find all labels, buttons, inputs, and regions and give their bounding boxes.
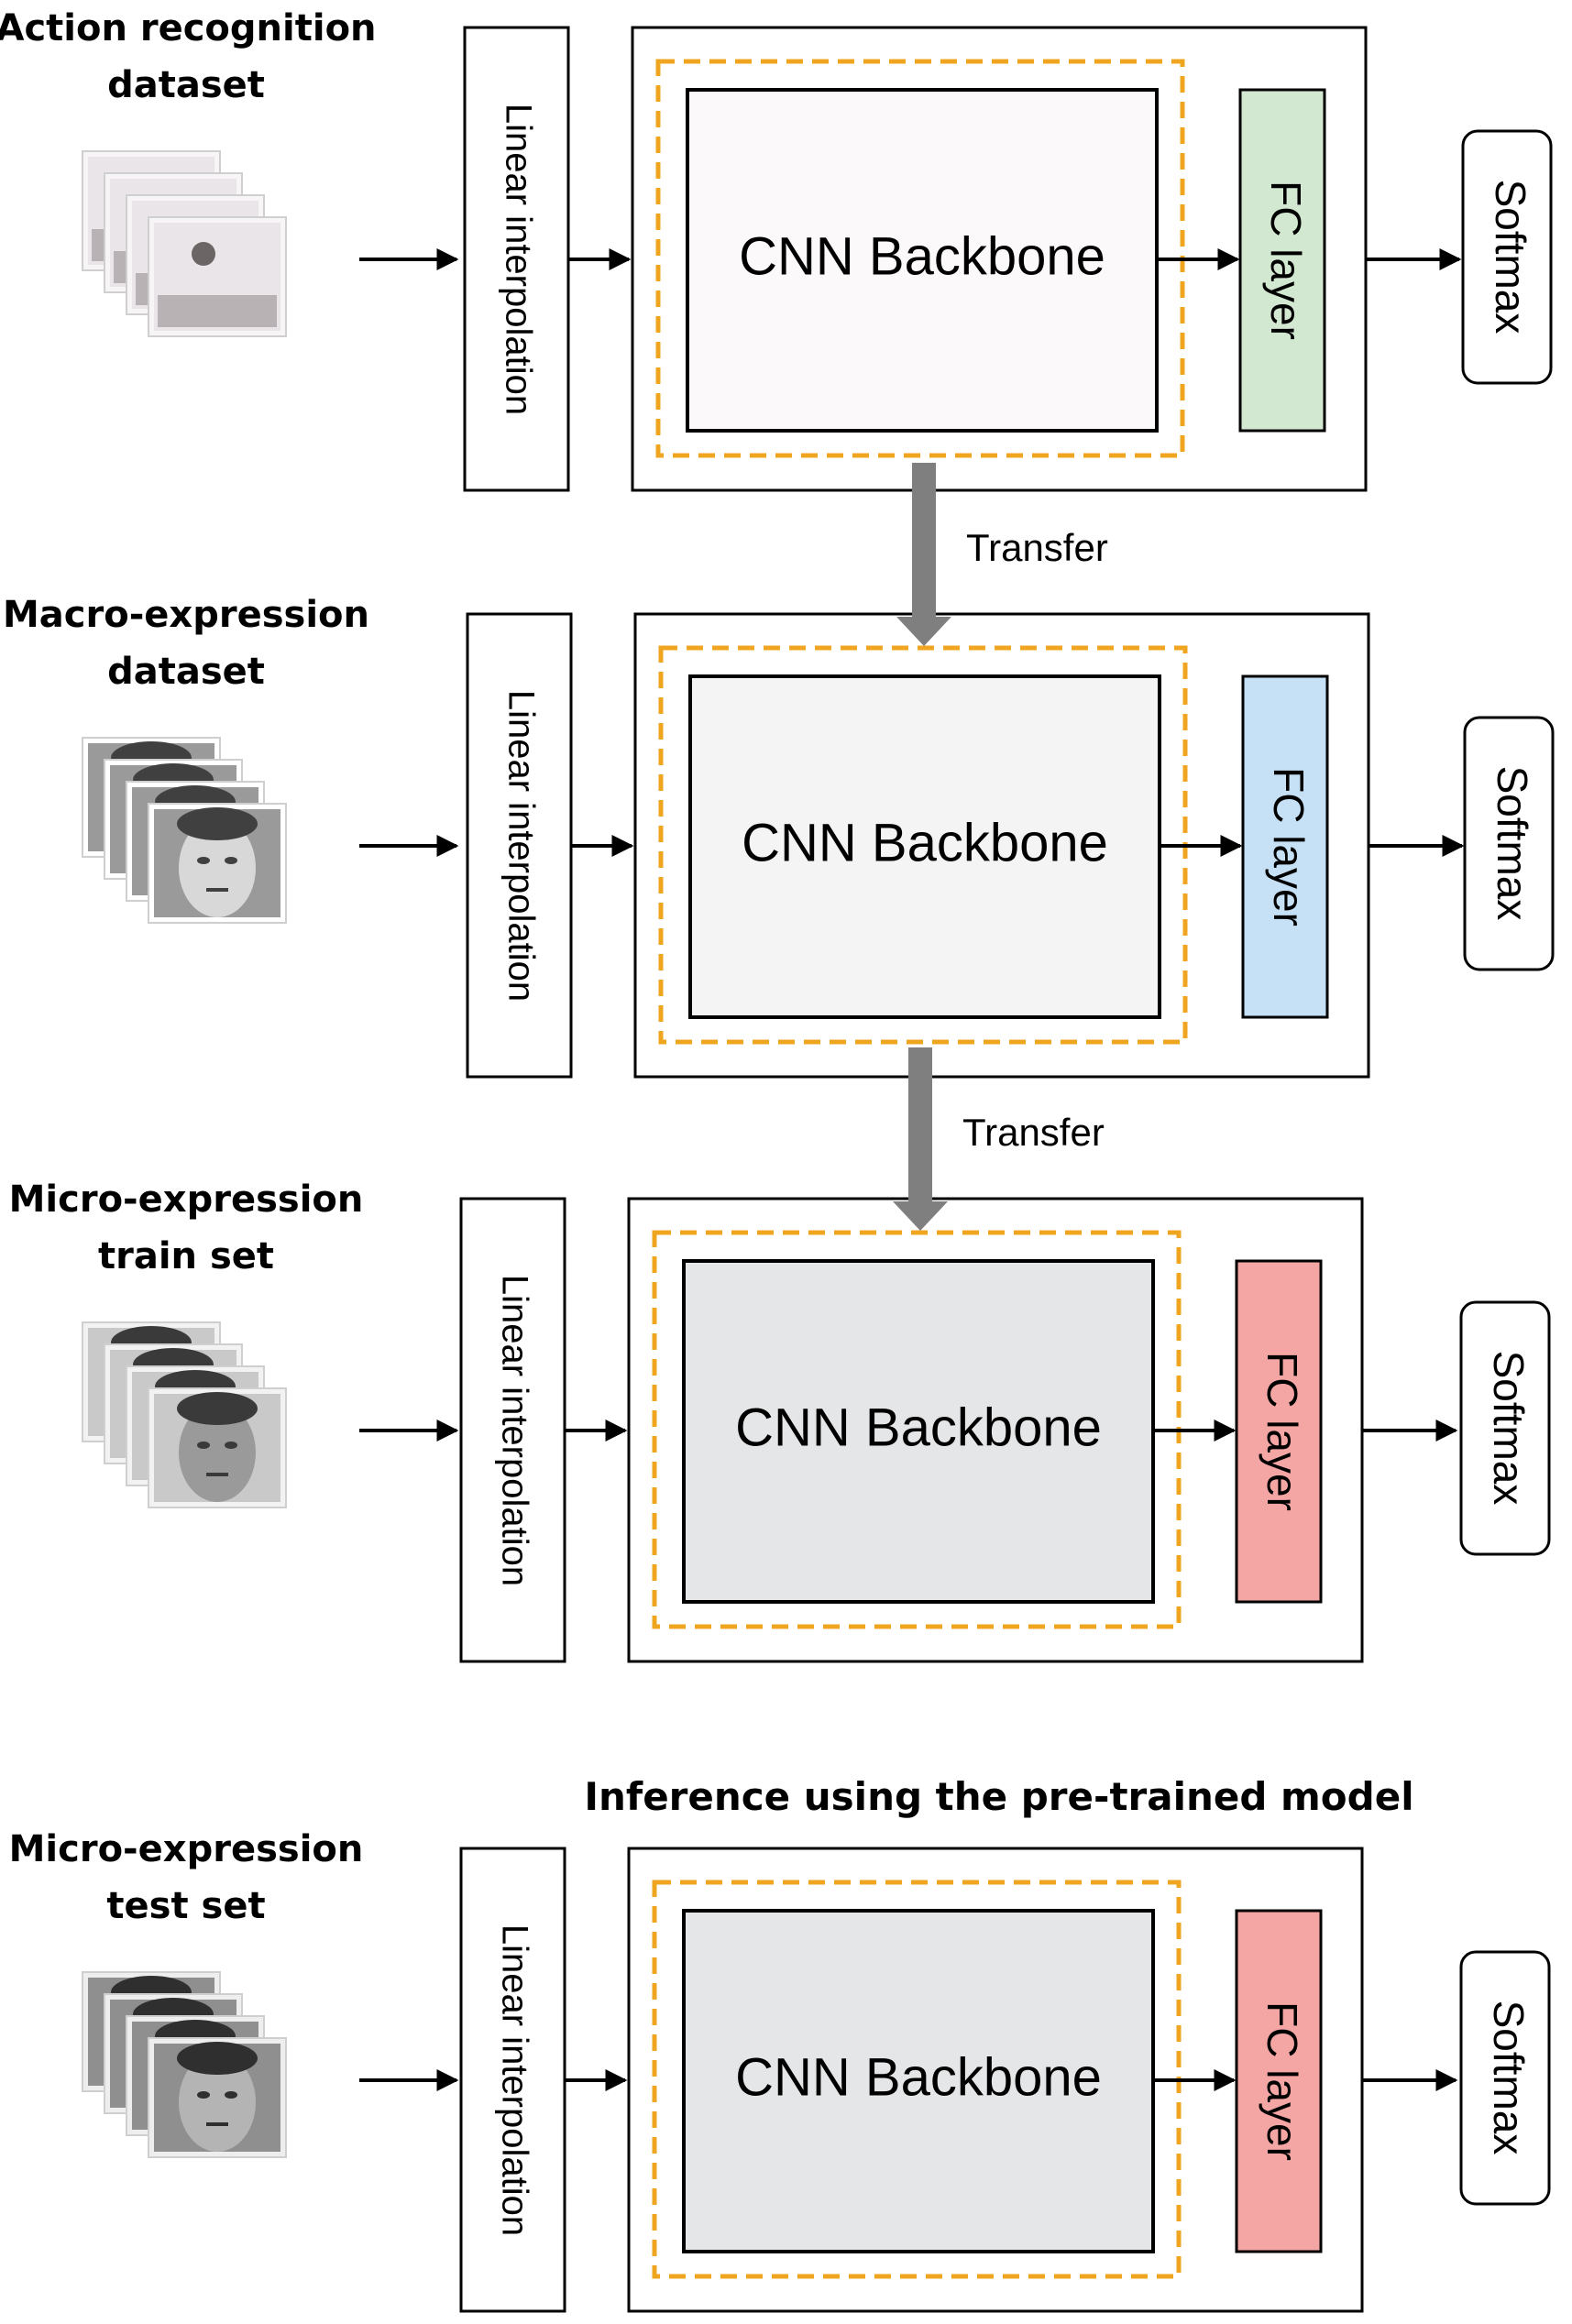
linear-interpolation-box: [466, 612, 573, 1079]
cnn-backbone-label: CNN Backbone: [735, 2047, 1102, 2107]
cnn-backbone-box: [682, 1909, 1155, 2253]
eye-left: [197, 857, 210, 864]
hair-shape: [177, 807, 258, 840]
eye-right: [225, 1442, 237, 1449]
cnn-backbone-box: [688, 674, 1161, 1019]
transfer-label: Transfer: [966, 526, 1108, 569]
softmax-box: [1461, 129, 1553, 385]
dataset-label-line: Macro-expression: [3, 594, 369, 636]
cnn-backbone-box: [686, 88, 1159, 433]
scene-floor: [158, 295, 277, 327]
softmax-label: Softmax: [1485, 1351, 1533, 1506]
cnn-backbone-label: CNN Backbone: [742, 813, 1108, 872]
linear-interpolation-label: Linear interpolation: [494, 1275, 534, 1586]
scene-person: [192, 242, 215, 266]
inference-title: Inference using the pre-trained model: [584, 1774, 1413, 1819]
dataset-thumbnail-stack: [82, 150, 287, 337]
hair-shape: [177, 1392, 258, 1425]
dataset-label-line: dataset: [107, 651, 265, 693]
fc-layer-label: FC layer: [1259, 1352, 1306, 1511]
mouth: [206, 888, 228, 892]
dataset-label-line: train set: [98, 1235, 274, 1277]
softmax-box: [1459, 1950, 1551, 2206]
transfer-arrow-head: [896, 617, 951, 646]
dataset-label-line: Micro-expression: [9, 1828, 364, 1870]
cnn-backbone-label: CNN Backbone: [739, 226, 1105, 286]
transfer-label: Transfer: [962, 1111, 1105, 1154]
transfer-arrow-shaft: [908, 1047, 932, 1203]
transfer-arrow-2: Transfer: [893, 1047, 1105, 1231]
fc-layer-label: FC layer: [1259, 2001, 1306, 2161]
linear-interpolation-box: [463, 26, 570, 492]
cnn-backbone-label: CNN Backbone: [735, 1398, 1102, 1457]
fc-layer-label: FC layer: [1265, 767, 1313, 926]
linear-interpolation-label: Linear interpolation: [500, 690, 541, 1002]
mouth: [206, 2122, 228, 2126]
mouth: [206, 1473, 228, 1476]
eye-right: [225, 2091, 237, 2099]
fc-layer-label: FC layer: [1262, 181, 1310, 340]
face-shape: [179, 1403, 256, 1502]
eye-left: [197, 1442, 210, 1449]
linear-interpolation-label: Linear interpolation: [494, 1924, 534, 2236]
fc-layer-box: [1235, 1259, 1323, 1604]
eye-left: [197, 2091, 210, 2099]
softmax-label: Softmax: [1485, 2001, 1533, 2155]
linear-interpolation-label: Linear interpolation: [498, 104, 538, 415]
dataset-label-line: Action recognition: [0, 7, 377, 49]
dataset-thumbnail-stack: [82, 1321, 287, 1508]
softmax-label: Softmax: [1487, 180, 1534, 334]
transfer-arrow-1: Transfer: [896, 463, 1108, 646]
eye-right: [225, 857, 237, 864]
dataset-label-line: dataset: [107, 64, 265, 106]
softmax-box: [1463, 716, 1555, 971]
face-shape: [179, 818, 256, 917]
dataset-thumbnail-stack: [82, 1971, 287, 2158]
dataset-label-line: test set: [106, 1885, 265, 1927]
softmax-label: Softmax: [1489, 766, 1536, 921]
hair-shape: [177, 2042, 258, 2075]
fc-layer-box: [1235, 1909, 1323, 2253]
fc-layer-box: [1241, 674, 1329, 1019]
transfer-arrow-shaft: [912, 463, 936, 619]
dataset-label-line: Micro-expression: [9, 1178, 364, 1221]
dataset-thumbnail-stack: [82, 737, 287, 924]
face-shape: [179, 2053, 256, 2152]
softmax-box: [1459, 1300, 1551, 1556]
fc-layer-box: [1238, 88, 1326, 433]
transfer-arrow-head: [893, 1201, 948, 1231]
